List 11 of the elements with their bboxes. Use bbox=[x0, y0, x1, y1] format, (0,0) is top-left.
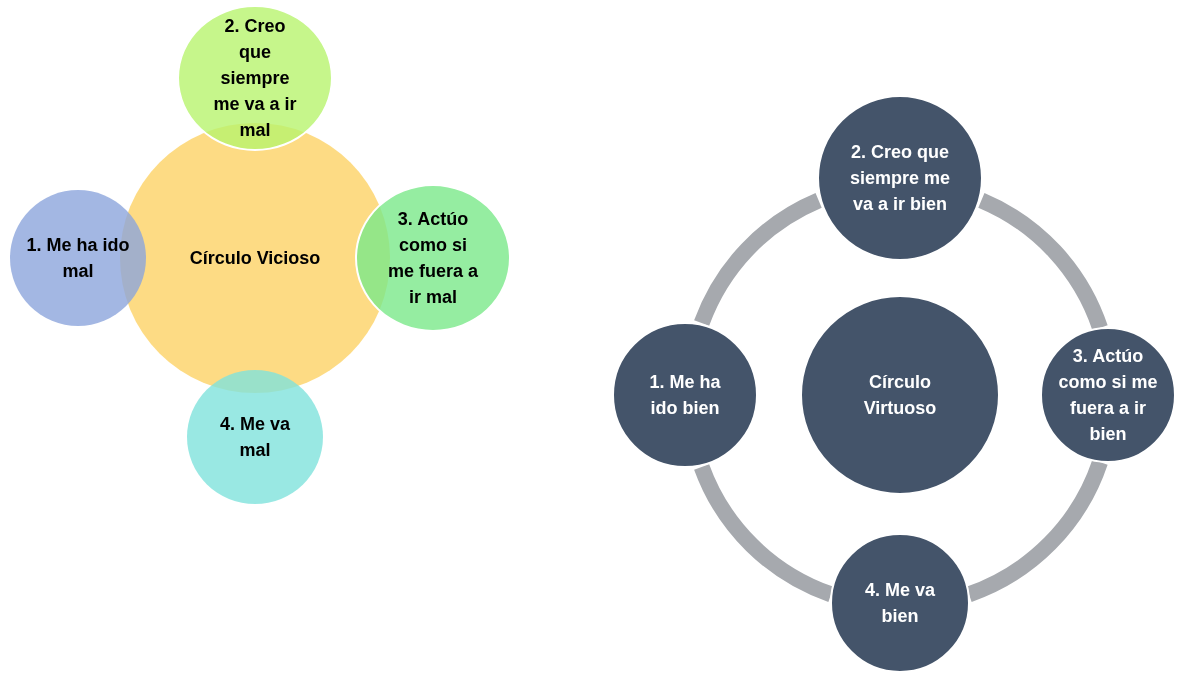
step-circle: 4. Me va mal bbox=[187, 370, 323, 504]
center-circle: Círculo Virtuoso bbox=[800, 295, 1000, 495]
step-circle: 3. Actúo como si me fuera a ir bien bbox=[1040, 327, 1176, 463]
step-circle: 2. Creo que siempre me va a ir bien bbox=[817, 95, 983, 261]
ring-arc bbox=[977, 193, 1108, 331]
step-circle: 1. Me ha ido bien bbox=[612, 322, 758, 468]
ring-arc bbox=[694, 193, 823, 327]
step-circle: 3. Actúo como si me fuera a ir mal bbox=[355, 184, 511, 332]
step-circle: 4. Me va bien bbox=[830, 533, 970, 673]
step-circle: 1. Me ha ido mal bbox=[10, 190, 146, 326]
step-circle: 2. Creo que siempre me va a ir mal bbox=[177, 5, 333, 151]
